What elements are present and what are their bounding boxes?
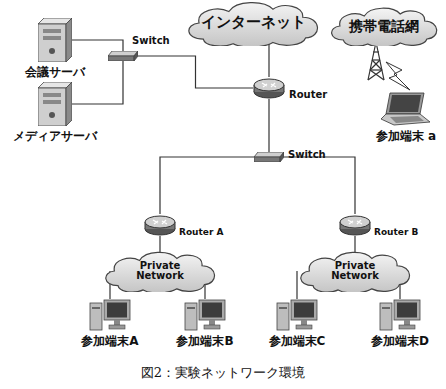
cloud-text-box: 携帯電話網 [326,6,442,46]
router-node: Router [253,77,285,99]
cloud-text-box: Private Network [100,250,220,292]
cloud-label: インターネット [201,15,306,31]
network-link [284,157,355,214]
switch-icon [108,51,138,61]
network-link [296,271,297,299]
router-icon [144,214,176,236]
pc-icon [184,299,226,331]
device-label: 参加端末C [269,333,326,350]
network-link [268,99,269,152]
switch-icon [254,152,284,162]
pc-node: 参加端末A [89,299,131,331]
device-label: Router [289,89,327,100]
pc-icon [89,299,131,331]
pc-node: 参加端末C [276,299,318,331]
device-label: 参加端末B [176,333,233,350]
laptop-node: 参加端末 a [380,92,432,126]
router-node: Router A [144,214,176,236]
device-label: 会議サーバ [25,64,85,81]
server-icon [38,82,72,126]
server-node: メディアサーバ [38,82,72,126]
device-label: Switch [288,149,326,160]
wireless-bolt [386,62,410,90]
cloud-text-box: Private Network [295,250,415,292]
network-link [72,40,123,51]
antenna-tower [368,42,384,80]
pc-icon [379,299,421,331]
cloud-label: Private Network [128,261,192,282]
router-node: Router B [339,214,371,236]
device-label: 参加端末A [81,333,138,350]
cloud-node: Private Network [295,250,415,292]
network-link [138,56,253,88]
pc-node: 参加端末D [379,299,421,331]
device-label: 参加端末 a [376,128,436,145]
switch-node: Switch [254,152,284,162]
device-label: メディアサーバ [13,128,97,145]
pc-node: 参加端末B [184,299,226,331]
cloud-text-box: インターネット [182,0,324,46]
router-icon [253,77,285,99]
pc-icon [276,299,318,331]
cloud-node: 携帯電話網 [326,6,442,46]
network-link [160,157,254,214]
cloud-node: Private Network [100,250,220,292]
device-label: Router A [179,227,223,237]
cloud-node: インターネット [182,0,324,46]
router-icon [339,214,371,236]
cloud-label: Private Network [323,261,387,282]
cloud-label: 携帯電話網 [349,19,419,34]
device-label: Router B [374,227,418,237]
switch-node: Switch [108,51,138,61]
server-icon [38,18,72,62]
device-label: Switch [132,35,170,46]
laptop-icon [380,92,432,126]
device-label: 参加端末D [371,333,429,350]
figure-caption: 図2：実験ネットワーク環境 [0,364,446,382]
server-node: 会議サーバ [38,18,72,62]
